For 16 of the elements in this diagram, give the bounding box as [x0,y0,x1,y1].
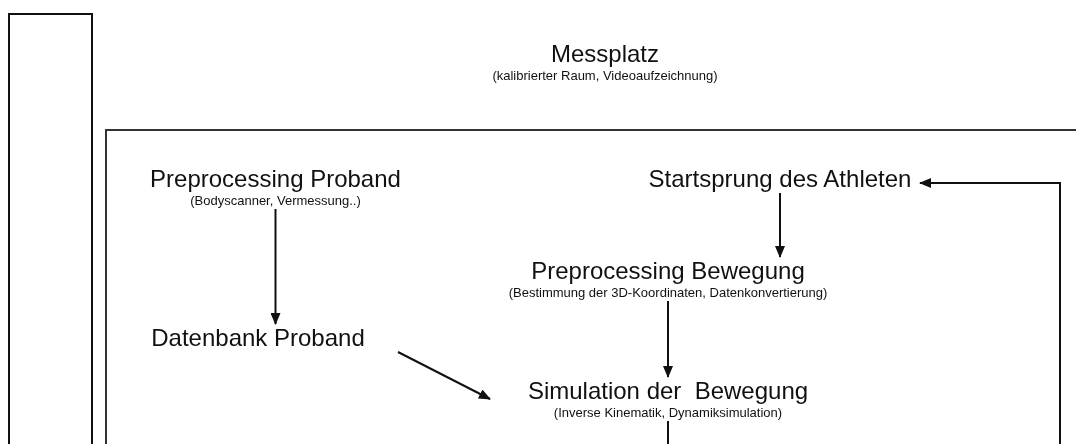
step-title: Preprocessing Bewegung [531,257,805,285]
arrow [775,192,785,258]
region-subtitle: (kalibrierter Raum, Videoaufzeichnung) [492,68,718,84]
empty-box [8,13,93,444]
arrow [919,178,1061,444]
step-title: Datenbank Proband [151,324,365,352]
step-title: Startsprung des Athleten [648,165,912,193]
region-title: Messplatz [550,40,659,68]
step-subtitle: (Bestimmung der 3D-Koordinaten, Datenkonvertierung) [508,285,828,301]
step-subtitle: (Inverse Kinematik, Dynamiksimulation) [553,405,783,421]
step-title: Preprocessing Proband [150,165,401,193]
step-subtitle: (Bodyscanner, Vermessung..) [190,193,361,209]
arrow [270,208,281,325]
arrow [397,351,491,400]
arrow [663,300,673,378]
step-title: Simulation der Bewegung [527,377,809,405]
